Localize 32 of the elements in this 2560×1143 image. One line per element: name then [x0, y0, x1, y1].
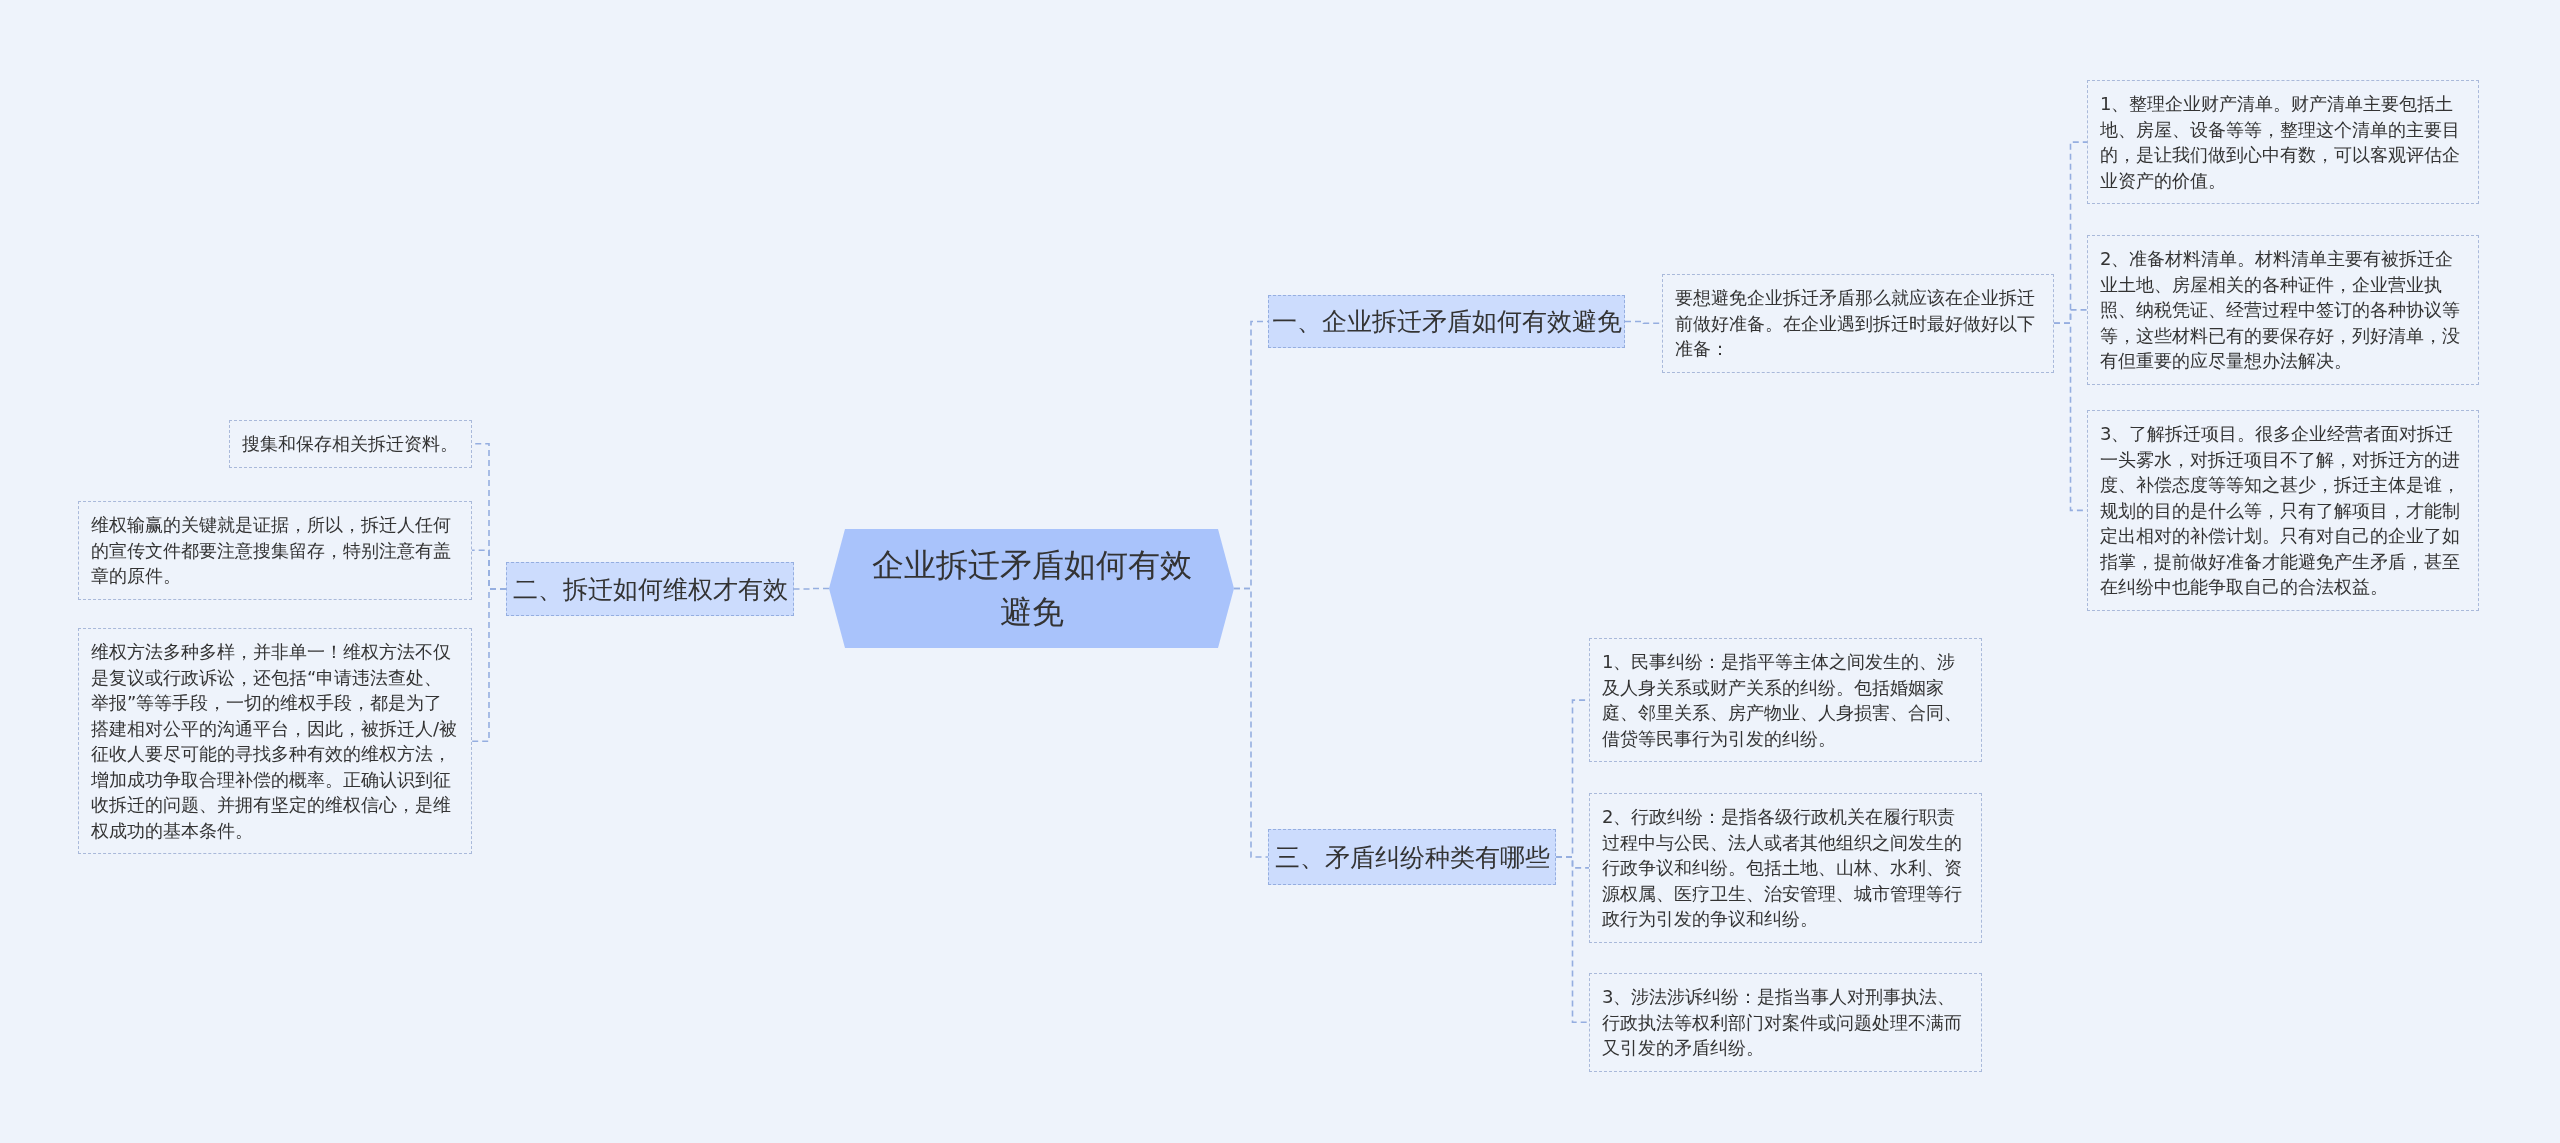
note-text: 3、了解拆迁项目。很多企业经营者面对拆迁一头雾水，对拆迁项目不了解，对拆迁方的进度、补偿态度等等知之甚少，拆迁主体是谁，规划的目的是什么等，只有了解项目，才能制定出相对的补偿计划。只有对自己的企业了如指掌，提前做好准备才能避免产生矛盾，甚至在纠纷中也能争取自己的合法权益。 [2100, 422, 2461, 600]
note-text: 维权方法多种多样，并非单一！维权方法不仅是复议或行政诉讼，还包括“申请违法查处、举报”等等手段，一切的维权手段，都是为了搭建相对公平的沟通平台，因此，被拆迁人/被征收人要尽可能的寻找多种有效的维权方法，增加成功争取合理补偿的概率。正确认识到征收拆迁的问题、并拥有坚定的维权信心，是维权成功的基本条件。 [91, 640, 459, 843]
connector-line [471, 588, 507, 742]
note-text: 1、整理企业财产清单。财产清单主要包括土地、房屋、设备等等，整理这个清单的主要目的，是让我们做到心中有数，可以客观评估企业资产的价值。 [2100, 92, 2461, 193]
note-box [2087, 235, 2479, 385]
note-text: 2、准备材料清单。材料清单主要有被拆迁企业土地、房屋相关的各种证件，企业营业执照、纳税凭证、经营过程中签订的各种协议等等，这些材料已有的要保存好，列好清单，没有但重要的应尽量想办法解决。 [2100, 247, 2461, 374]
note-text: 2、行政纠纷：是指各级行政机关在履行职责过程中与公民、法人或者其他组织之间发生的行政争议和纠纷。包括土地、山林、水利、资源权属、医疗卫生、治安管理、城市管理等行政行为引发的争议和纠纷。 [1602, 805, 1963, 932]
note-box [1662, 274, 2054, 373]
subtopic-title: 二、拆迁如何维权才有效 [512, 573, 788, 606]
note-box [2087, 80, 2479, 205]
note-box [78, 628, 472, 855]
topic-title: 企业拆迁矛盾如何有效避免 [870, 545, 1193, 633]
note-box [1589, 973, 1982, 1072]
subtopic-box [1268, 829, 1556, 885]
note-text: 维权输赢的关键就是证据，所以，拆迁人任何的宣传文件都要注意搜集留存，特别注意有盖章的原件。 [91, 513, 452, 589]
note-text: 搜集和保存相关拆迁资料。 [242, 432, 459, 456]
connector-line [793, 587, 830, 590]
connector-line [1555, 856, 1590, 1024]
note-text: 3、涉法涉诉纠纷：是指当事人对刑事执法、行政执法等权利部门对案件或问题处理不满而又引发的矛盾纠纷。 [1602, 985, 1963, 1061]
subtopic-box [1268, 295, 1625, 348]
subtopic-title: 一、企业拆迁矛盾如何有效避免 [1271, 306, 1622, 338]
note-box [229, 420, 472, 468]
note-box [1589, 638, 1982, 763]
note-box [2087, 410, 2479, 611]
central-topic-hexagon [829, 529, 1234, 648]
note-box [78, 501, 472, 600]
connector-line [1233, 587, 1269, 858]
note-box [1589, 793, 1982, 943]
note-text: 1、民事纠纷：是指平等主体之间发生的、涉及人身关系或财产关系的纠纷。包括婚姻家庭、邻里关系、房产物业、人身损害、合同、借贷等民事行为引发的纠纷。 [1602, 650, 1963, 751]
subtopic-box [506, 562, 794, 616]
note-text: 要想避免企业拆迁矛盾那么就应该在企业拆迁前做好准备。在企业遇到拆迁时最好做好以下准备： [1675, 286, 2036, 362]
subtopic-title: 三、矛盾纠纷种类有哪些 [1274, 841, 1550, 874]
